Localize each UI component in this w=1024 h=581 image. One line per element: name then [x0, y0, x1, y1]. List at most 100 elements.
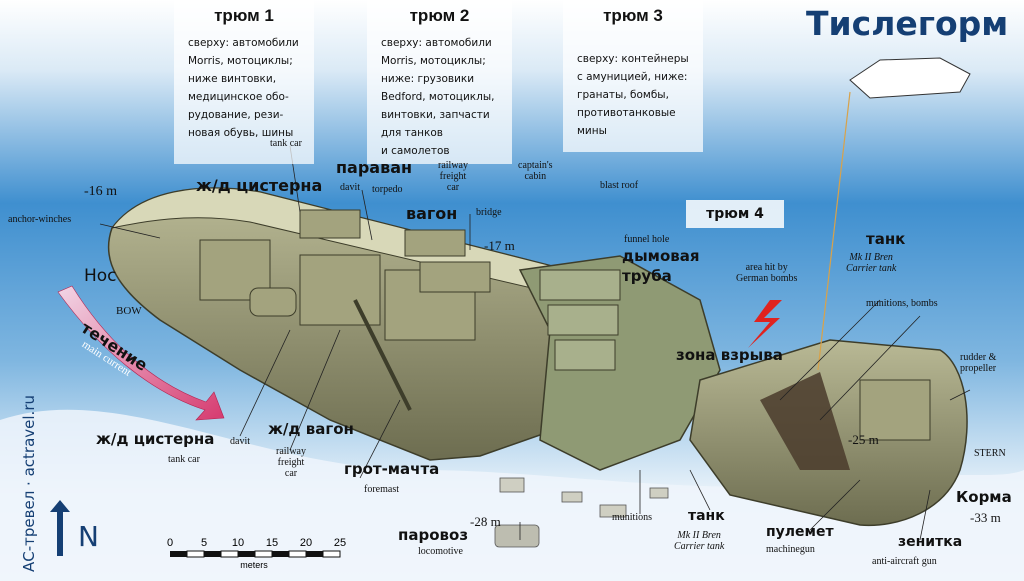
- leader-rudder: [949, 389, 971, 401]
- munitions-label: munitions: [612, 512, 653, 523]
- hold-2-title: трюм 2: [409, 6, 470, 25]
- debris-2: [561, 491, 583, 503]
- hold-1-text: сверху: автомобили Morris, мотоциклы; ни…: [188, 37, 299, 139]
- locomotive-shape: [494, 524, 540, 548]
- tank-bottom-en: Mk II Bren Carrier tank: [674, 530, 725, 552]
- north-arrow-icon: [50, 500, 70, 556]
- leader-davit2: [239, 329, 291, 437]
- leader-tank: [779, 299, 881, 401]
- railway-bottom-en: railway freight car: [276, 446, 306, 479]
- debris-4: [649, 487, 669, 499]
- munitions-bombs-label: munitions, bombs: [866, 298, 938, 309]
- scale-tick-10: 10: [232, 537, 244, 549]
- hold-2-opening: [299, 254, 381, 326]
- scale-tick-20: 20: [300, 537, 312, 549]
- leader-aa: [919, 489, 931, 541]
- hold-2-text: сверху: автомобили Morris, мотоциклы; ни…: [381, 37, 495, 157]
- scale-tick-25: 25: [334, 537, 346, 549]
- blast-roof-plate: [539, 269, 621, 301]
- stern-deck-house: [859, 379, 931, 441]
- current-arrow-icon: [57, 285, 225, 421]
- davit-top-label: davit: [340, 182, 360, 193]
- scale-tick-5: 5: [201, 537, 207, 549]
- davit-bottom-label: davit: [230, 436, 250, 447]
- debris-3: [599, 504, 627, 518]
- anchor-winches-label: anchor-winches: [8, 214, 72, 225]
- watermark: АС-тревел · actravel.ru: [20, 395, 38, 572]
- page-title: Тислегорм: [806, 4, 1009, 43]
- seabed-sand: [0, 409, 1024, 581]
- loco-en-label: locomotive: [418, 546, 463, 557]
- tank-car-lower: [249, 287, 297, 317]
- blast-roof-label: blast roof: [600, 180, 639, 191]
- bow-en-label: BOW: [116, 305, 142, 317]
- blast-zone-ru-label: зона взрыва: [676, 346, 783, 364]
- leader-railway: [289, 329, 341, 451]
- tank-car-bottom-ru: ж/д цистерна: [96, 430, 215, 448]
- paravan-ru: параван: [336, 158, 413, 177]
- freight-car-top: [404, 229, 466, 257]
- leader-tank2: [689, 469, 711, 511]
- dive-boat: [849, 57, 971, 99]
- tank-car-bottom-en: tank car: [168, 454, 200, 465]
- captains-cabin-label: captain's cabin: [518, 160, 553, 182]
- depth-stern-2: -33 m: [970, 510, 1001, 525]
- torpedo-label: torpedo: [372, 184, 403, 195]
- depth-bow: -16 m: [84, 184, 118, 199]
- stern-en-label: STERN: [974, 448, 1006, 459]
- hold-1-title: трюм 1: [214, 6, 274, 25]
- mg-en-label: machinegun: [766, 544, 815, 555]
- area-hit-label: area hit by German bombs: [736, 262, 798, 284]
- leader-munitions: [819, 315, 921, 421]
- scale-tick-15: 15: [266, 537, 278, 549]
- bomb-hit-icon: [748, 300, 782, 348]
- hold-3-box: трюм 3 сверху: контейнеры с амуницией, н…: [563, 0, 703, 152]
- mooring-line: [817, 91, 851, 371]
- scale-unit: meters: [240, 560, 268, 570]
- bow-ru-label: Нос: [84, 266, 117, 286]
- debris-1: [499, 477, 525, 493]
- funnel-en-label: funnel hole: [624, 234, 670, 245]
- leader-foremast: [359, 399, 401, 479]
- leader-anchor: [99, 223, 161, 239]
- compass: N: [50, 500, 110, 560]
- mg-ru-label: пулемет: [766, 524, 834, 540]
- stern-ru-label: Корма: [956, 488, 1012, 506]
- bridge-label: bridge: [476, 207, 502, 218]
- tank-car-top-ru: ж/д цистерна: [196, 176, 323, 195]
- foremast-ru-label: грот-мачта: [344, 460, 440, 478]
- aa-ru-label: зенитка: [898, 534, 963, 550]
- foremast-line: [353, 299, 412, 411]
- hold-3-title: трюм 3: [603, 6, 663, 25]
- tank-car-top: [299, 209, 361, 239]
- wagon-bottom-ru: ж/д вагон: [268, 420, 354, 438]
- tank-top-en-label: Mk II Bren Carrier tank: [846, 252, 897, 274]
- depth-stern: -25 m: [848, 432, 879, 447]
- railway-top-en: railway freight car: [438, 160, 468, 193]
- scale-tick-0: 0: [167, 537, 173, 549]
- blast-hole: [760, 372, 850, 470]
- hold-3-plate: [547, 304, 619, 336]
- leader-mg: [809, 479, 861, 531]
- hold-3b-plate: [554, 339, 616, 371]
- hold-3-text: сверху: контейнеры с амуницией, ниже: гр…: [577, 53, 689, 137]
- aa-en-label: anti-aircraft gun: [872, 556, 937, 567]
- bridge-structure: [419, 261, 491, 293]
- wagon-top-ru: вагон: [406, 204, 458, 223]
- tank-bottom-ru: танк: [688, 508, 725, 524]
- scale-bar: 0 5 10 15 20 25 meters: [162, 534, 362, 574]
- depth-bridge: -17 m: [484, 238, 515, 253]
- depth-loco: -28 m: [470, 514, 501, 529]
- rudder-label: rudder & propeller: [960, 352, 997, 374]
- hold-2-box: трюм 2 сверху: автомобили Morris, мотоци…: [367, 0, 512, 164]
- tank-top-ru-label: танк: [866, 230, 906, 248]
- loco-ru-label: паровоз: [398, 526, 469, 544]
- compass-n-label: N: [78, 520, 99, 553]
- leader-davit: [361, 189, 373, 241]
- hold-1-box: трюм 1 сверху: автомобили Morris, мотоци…: [174, 0, 314, 164]
- hold-4-label: трюм 4: [686, 200, 784, 228]
- foremast-en-label: foremast: [364, 484, 399, 495]
- scale-bar-graphic: [170, 550, 341, 558]
